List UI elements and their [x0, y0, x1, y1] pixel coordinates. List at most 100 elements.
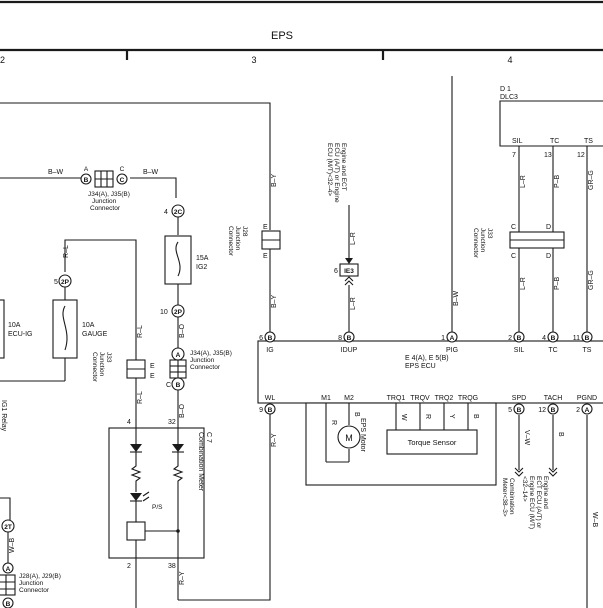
dlc3-ref: D 1: [500, 86, 511, 93]
wire-color-label: Y: [448, 414, 455, 419]
ecu-pin-number: 11: [573, 335, 580, 342]
ecu-pin-name: TRQ2: [435, 395, 454, 402]
connector-code: A: [84, 166, 89, 173]
connector-code: 2T: [4, 524, 12, 531]
wire-color-label: B–W: [48, 169, 64, 176]
connector-code: D: [546, 224, 551, 231]
wire-color-label: B: [557, 432, 564, 437]
wire-color-label: B–W: [143, 169, 159, 176]
wire-color-label: B: [472, 414, 479, 419]
wire-color-label: B–W: [453, 290, 460, 306]
meter-ic: [126, 521, 146, 541]
resistor-icon: [172, 452, 184, 530]
fuse-ig2: [164, 235, 192, 285]
ecu-pin-number: 1: [441, 335, 445, 342]
wire-color-label: R–Y: [271, 433, 278, 447]
ecu-pin-trqg: TRQG: [458, 395, 478, 402]
fuse-name: ECU-IG: [8, 331, 33, 338]
pin-number: 6: [334, 268, 338, 275]
ecu-pin-number: 2: [508, 335, 512, 342]
connector-code: C: [511, 253, 516, 260]
pin-number: 12: [577, 152, 585, 159]
diode-icon: [172, 444, 184, 452]
pin-number: 38: [168, 563, 176, 570]
eps-motor-symbol: M: [345, 433, 353, 443]
dlc3-name: DLC3: [500, 94, 518, 101]
dlc3-pin: TC: [550, 138, 559, 145]
ecu-pin-connector: [547, 403, 559, 415]
wire-color-label: W–B: [591, 512, 598, 528]
eps-ecu-name: EPS ECU: [405, 363, 436, 370]
connector-code: D: [546, 253, 551, 260]
ecu-pin-number: 5: [508, 407, 512, 414]
connector-code: A: [176, 352, 181, 359]
ecu-pin-number: 6: [259, 335, 263, 342]
wire-color-label: GR–G: [588, 170, 595, 190]
ecu-pin-connector: [343, 331, 355, 343]
ecu-pin-connector: [581, 403, 593, 415]
connector-code: B: [6, 601, 11, 608]
ecu-pin-conn: B: [517, 335, 522, 342]
ecu-pin-trqv: TRQV: [410, 395, 430, 402]
warning-lamp-label: P/S: [152, 504, 163, 511]
engine-ecu-tach-reference: Engine andECT ECU (A/T) orEngine ECU (M/…: [521, 476, 549, 529]
eps-motor-icon: [337, 425, 361, 449]
junction-connector-label: J33JunctionConnector: [472, 228, 493, 259]
wire-color-label: W: [400, 414, 407, 421]
connector-code: B: [84, 177, 89, 184]
ecu-pin-name: TRQG: [458, 395, 478, 402]
connector-circle: [2, 597, 14, 608]
connector-code: E: [150, 363, 155, 370]
column-number: 2: [0, 55, 5, 65]
ecu-pin-connector: [547, 331, 559, 343]
connector-circle: [116, 173, 128, 185]
wire-color-label: L–R: [350, 297, 357, 310]
connector-code: 2P: [174, 309, 183, 316]
fuse-amp: 10A: [82, 322, 95, 329]
ecu-pin-name: TRQV: [410, 395, 430, 402]
wire-ry: [178, 409, 271, 601]
junction-connector-block: [0, 574, 16, 596]
connector-code: 2P: [61, 279, 70, 286]
eps-ecu-connectors: E 4(A), E 5(B): [405, 355, 449, 362]
relay-label: IG1 Relay: [0, 400, 7, 432]
ecu-pin-number: 2: [576, 407, 580, 414]
junction-connector-label: J28JunctionConnector: [227, 226, 248, 257]
eps-ecu-box: [257, 340, 603, 404]
connector-code: C: [120, 177, 125, 184]
connector-code: E: [150, 373, 155, 380]
wire-color-label: R: [330, 420, 337, 425]
ecu-pin-name: PIG: [446, 347, 458, 354]
wire-color-label: R–Y: [179, 571, 186, 585]
ecu-pin-conn: B: [517, 407, 522, 414]
ecu-pin-number: 12: [538, 407, 546, 414]
fuse-amp: 15A: [196, 255, 209, 262]
combination-meter-box: [108, 427, 205, 559]
column-number: 3: [251, 55, 256, 65]
ecu-pin-connector: [513, 403, 525, 415]
ecu-pin-conn: B: [268, 335, 273, 342]
wire-color-label: R–L: [137, 325, 144, 338]
pin-number: 13: [544, 152, 552, 159]
fuse-ecu-ig: [0, 299, 5, 359]
wire-color-label: B–Y: [271, 294, 278, 308]
ecu-pin-connector: [264, 331, 276, 343]
ecu-pin-connector: [264, 403, 276, 415]
pin-number: 10: [160, 309, 168, 316]
ecu-pin-conn: A: [450, 335, 455, 342]
ecu-pin-m1: M1: [321, 395, 331, 402]
ecu-pin-name: SIL: [514, 347, 525, 354]
wire-color-label: GR–G: [588, 270, 595, 290]
